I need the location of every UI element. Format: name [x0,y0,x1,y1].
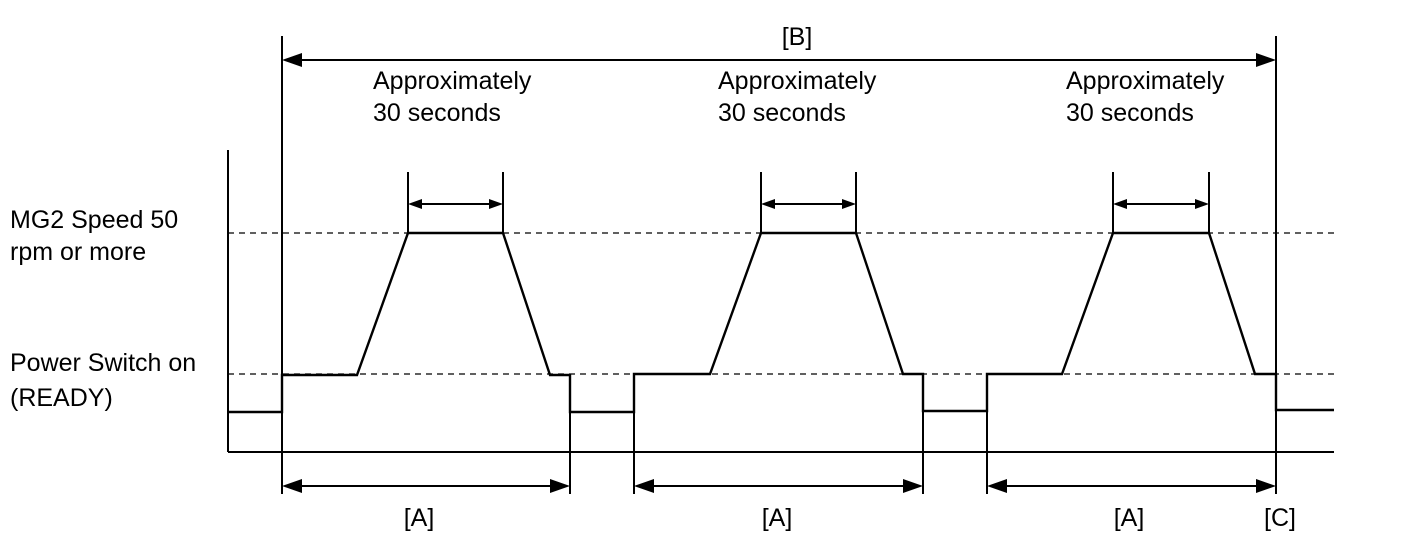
cycle1-duration-line1: Approximately [373,67,532,95]
cycle2-duration-line1: Approximately [718,67,877,95]
cycle3-duration-line2: 30 seconds [1066,99,1194,127]
mg2-level-label-line1: MG2 Speed 50 [10,206,178,234]
speed-waveform [228,231,1334,414]
cycle3-duration-line1: Approximately [1066,67,1225,95]
ready-level-label-line2: (READY) [10,384,113,412]
total-span-label: [B] [782,23,813,51]
ready-level-label-line1: Power Switch on [10,349,196,377]
cycle2-span-label: [A] [762,504,793,532]
cycle3-span-arrow [987,479,1276,493]
total-span-arrow [282,53,1276,67]
cycle2-span-arrow [634,479,923,493]
end-marker-label: [C] [1264,504,1296,532]
cycle2-duration-line2: 30 seconds [718,99,846,127]
cycle1-span-label: [A] [404,504,435,532]
cycle3-span-label: [A] [1114,504,1145,532]
plateau2-duration-arrow [761,199,856,209]
cycle1-duration-line2: 30 seconds [373,99,501,127]
plateau1-duration-arrow [408,199,503,209]
cycle1-span-arrow [282,479,570,493]
plateau3-duration-arrow [1113,199,1209,209]
mg2-level-label-line2: rpm or more [10,238,146,266]
